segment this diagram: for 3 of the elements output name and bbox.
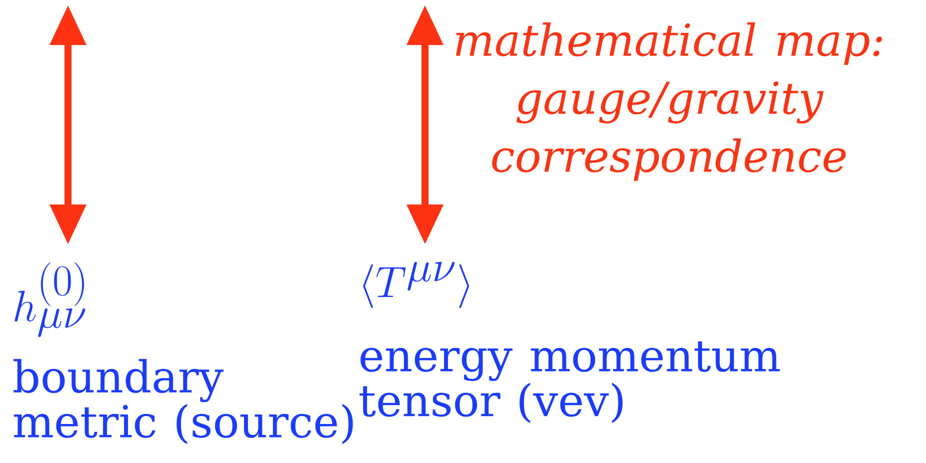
annotation-text: mathematical map: gauge/gravity correspondence — [456, 22, 882, 181]
formula-label: $h^{(0)}_{\mu\nu}$ boundary metric (source) — [14, 262, 353, 444]
formula-label: $\langle T^{\mu\nu}\rangle$ energy momentum tensor (vev) — [360, 262, 780, 423]
